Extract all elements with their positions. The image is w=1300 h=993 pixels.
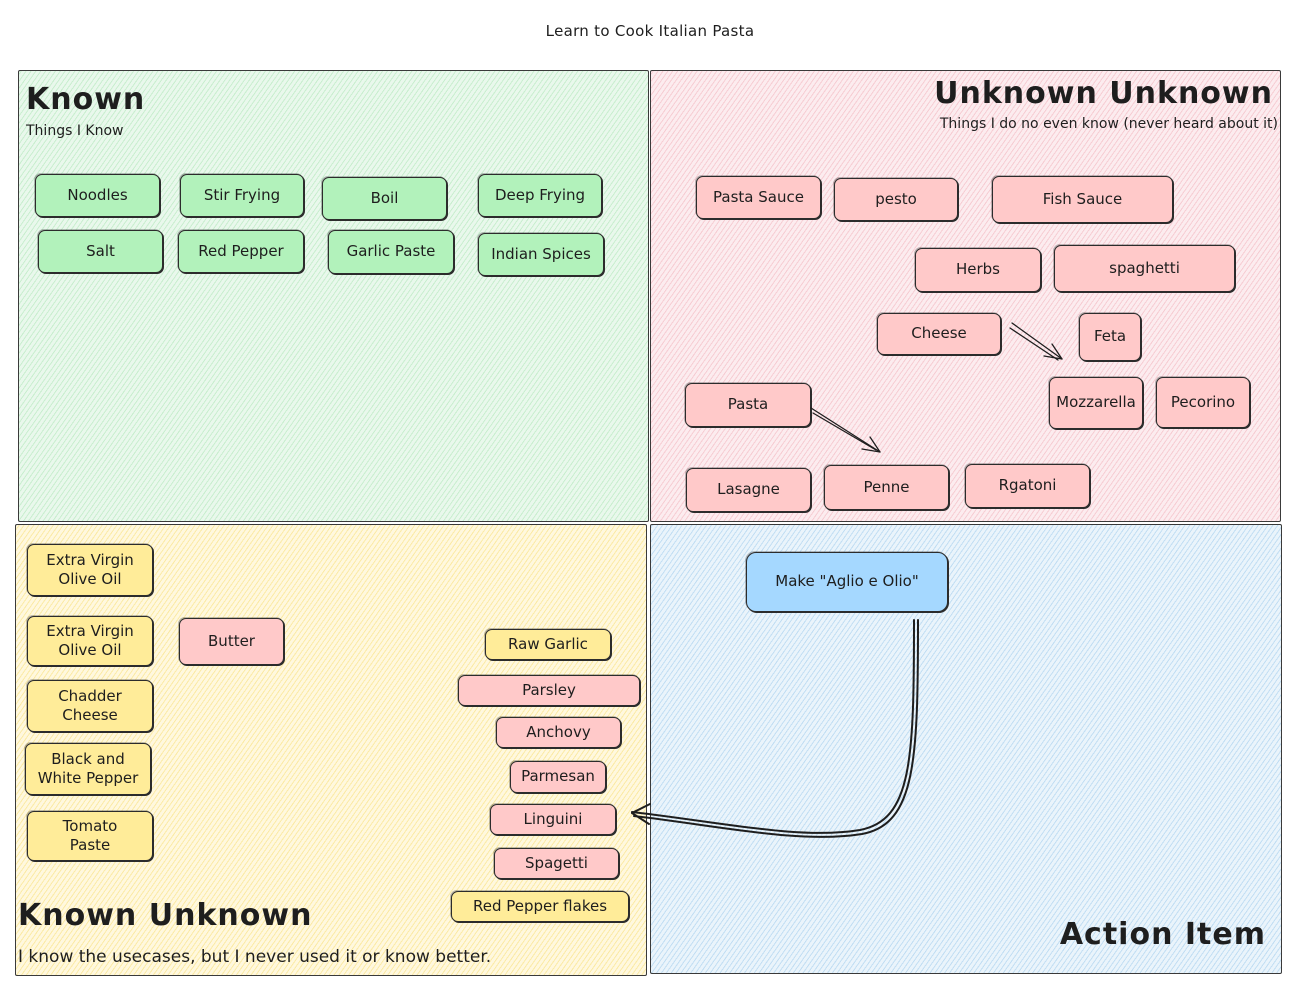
known-item[interactable]: Boil <box>322 177 447 220</box>
unknown-item[interactable]: Herbs <box>915 248 1041 292</box>
known-unknown-item[interactable]: Parmesan <box>510 761 606 793</box>
unknown-item[interactable]: Rgatoni <box>965 464 1090 508</box>
action-item-quadrant <box>650 524 1282 974</box>
known-item[interactable]: Deep Frying <box>478 174 602 217</box>
unknown-item[interactable]: Mozzarella <box>1049 377 1143 429</box>
unknown-item[interactable]: Pecorino <box>1156 377 1250 428</box>
known-item[interactable]: Indian Spices <box>478 233 604 276</box>
known-unknown-item[interactable]: Parsley <box>458 675 640 706</box>
known-unknown-item[interactable]: Red Pepper flakes <box>451 891 629 922</box>
unknown-item[interactable]: Penne <box>824 465 949 510</box>
known-item[interactable]: Noodles <box>35 174 160 217</box>
unknown-item[interactable]: Feta <box>1079 313 1141 361</box>
unknown-item[interactable]: Cheese <box>877 313 1001 355</box>
unknown-unknown-quadrant <box>650 70 1281 522</box>
known-quadrant <box>18 70 649 522</box>
action-item-title: Action Item <box>1059 917 1266 952</box>
unknown-item[interactable]: pesto <box>834 178 958 221</box>
known-subtitle: Things I Know <box>26 123 124 139</box>
unknown-item[interactable]: Fish Sauce <box>992 176 1173 223</box>
unknown-item[interactable]: Pasta Sauce <box>696 176 821 219</box>
unknown-item[interactable]: Pasta <box>685 383 811 427</box>
unknown-unknown-title: Unknown Unknown <box>934 76 1273 111</box>
action-item[interactable]: Make "Aglio e Olio" <box>746 552 948 612</box>
known-title: Known <box>26 82 146 117</box>
unknown-unknown-subtitle: Things I do no even know (never heard ab… <box>939 116 1278 132</box>
known-unknown-item[interactable]: Raw Garlic <box>485 629 611 660</box>
unknown-item[interactable]: Lasagne <box>686 468 811 512</box>
known-item[interactable]: Stir Frying <box>180 174 304 217</box>
known-unknown-item[interactable]: Extra Virgin Olive Oil <box>27 616 153 666</box>
unknown-item[interactable]: spaghetti <box>1054 245 1235 292</box>
known-unknown-item[interactable]: Chadder Cheese <box>27 680 153 732</box>
known-unknown-item[interactable]: Butter <box>179 618 284 665</box>
known-unknown-subtitle: I know the usecases, but I never used it… <box>18 947 492 967</box>
known-unknown-item[interactable]: Anchovy <box>496 717 621 748</box>
known-unknown-item[interactable]: Spagetti <box>494 848 619 879</box>
known-unknown-item[interactable]: Extra Virgin Olive Oil <box>27 544 153 596</box>
known-unknown-item[interactable]: Linguini <box>490 804 616 835</box>
known-unknown-item[interactable]: Black and White Pepper <box>25 743 151 795</box>
known-item[interactable]: Garlic Paste <box>328 230 454 274</box>
known-item[interactable]: Red Pepper <box>178 230 304 273</box>
known-unknown-title: Known Unknown <box>18 898 313 933</box>
known-unknown-item[interactable]: Tomato Paste <box>27 811 153 861</box>
known-item[interactable]: Salt <box>38 230 163 273</box>
diagram-title: Learn to Cook Italian Pasta <box>545 22 755 40</box>
